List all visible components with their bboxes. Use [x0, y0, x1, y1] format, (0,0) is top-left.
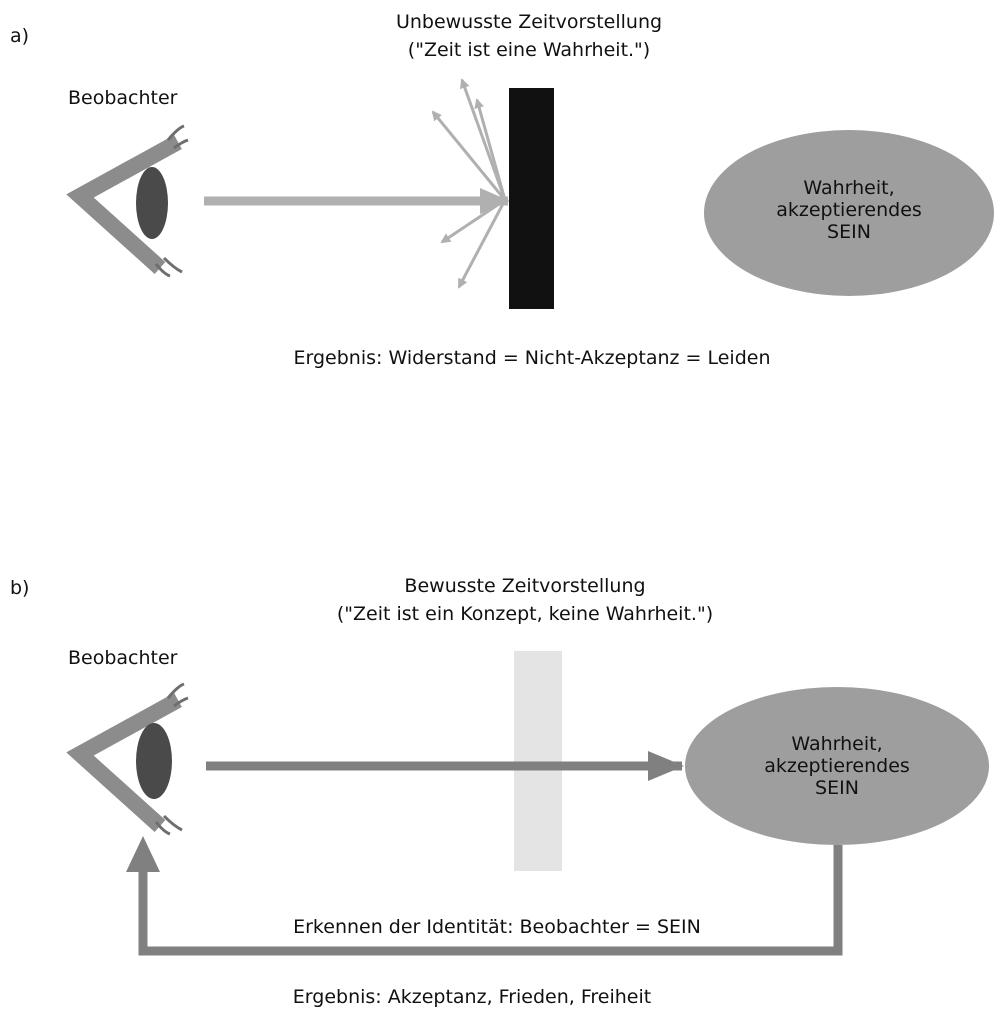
panel-a-label: a) [10, 25, 30, 47]
panel-a-subtitle: ("Zeit ist eine Wahrheit.") [407, 39, 651, 61]
result-b: Ergebnis: Akzeptanz, Frieden, Freiheit [292, 986, 652, 1008]
time-barrier-solid [509, 88, 554, 309]
panel-b-subtitle: ("Zeit ist ein Konzept, keine Wahrheit."… [336, 603, 714, 625]
identity-feedback-arrow [126, 836, 843, 956]
identity-label: Erkennen der Identität: Beobachter = SEI… [293, 916, 701, 938]
truth-ellipse-b [685, 687, 989, 845]
observer-label-a: Beobachter [68, 87, 178, 109]
truth-line-2: akzeptierendes [776, 199, 922, 221]
panel-b-label: b) [10, 577, 30, 599]
deflection-arrows [431, 78, 507, 289]
panel-a-title: Unbewusste Zeitvorstellung [395, 11, 663, 33]
truth-label-a: Wahrheit, akzeptierendes SEIN [776, 177, 922, 243]
truth-ellipse-a [704, 130, 994, 296]
truth-line-3: SEIN [815, 777, 859, 799]
truth-line-3: SEIN [827, 221, 871, 243]
truth-line-1: Wahrheit, [791, 733, 883, 755]
truth-line-2: akzeptierendes [764, 755, 910, 777]
observer-label-b: Beobachter [68, 647, 178, 669]
observer-eye-icon [66, 682, 189, 836]
observer-eye-icon [66, 124, 189, 278]
truth-line-1: Wahrheit, [803, 177, 895, 199]
truth-label-b: Wahrheit, akzeptierendes SEIN [764, 733, 910, 799]
time-barrier-transparent [514, 651, 562, 871]
panel-b-title: Bewusste Zeitvorstellung [404, 575, 646, 597]
result-a: Ergebnis: Widerstand = Nicht-Akzeptanz =… [293, 347, 771, 369]
